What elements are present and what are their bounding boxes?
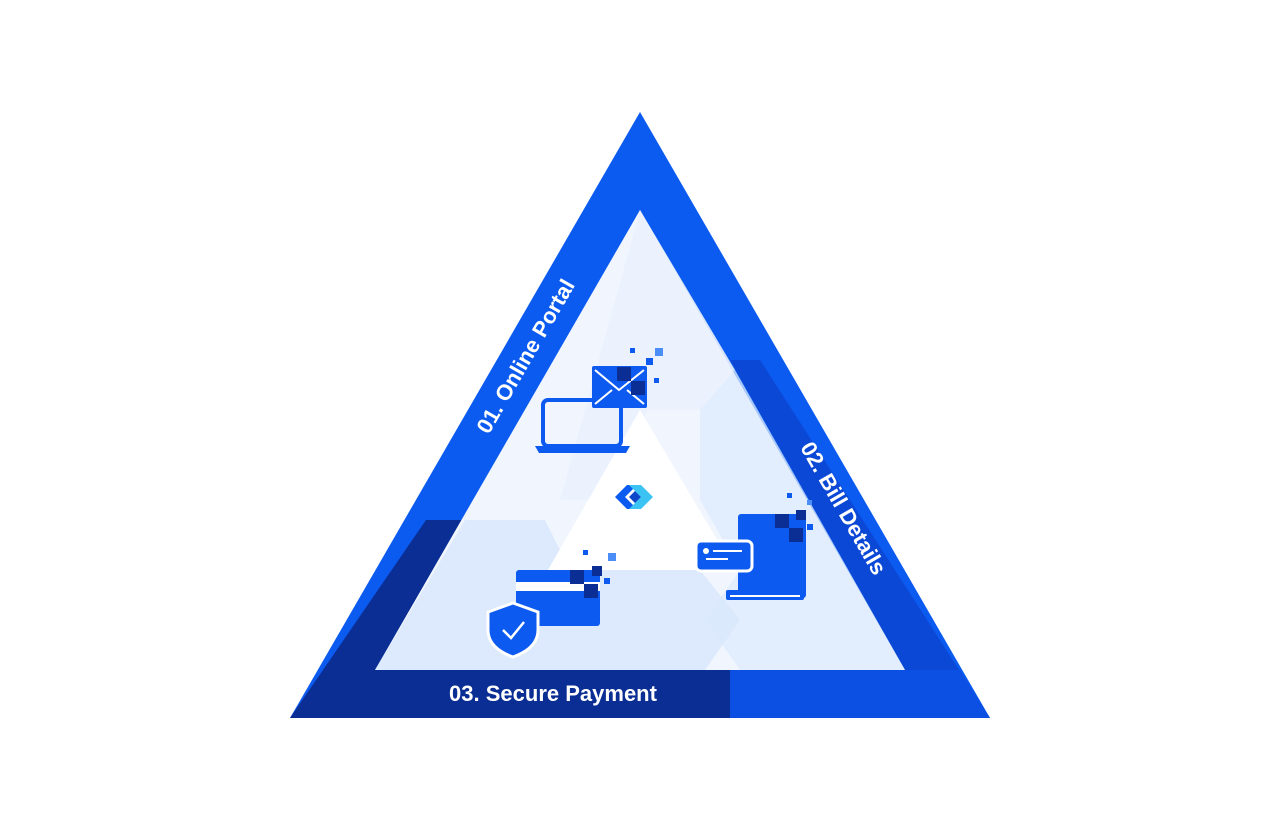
- inner-panel-portal: [560, 210, 735, 500]
- border-section-payment: [290, 520, 730, 718]
- step-label-secure-payment: 03. Secure Payment: [449, 681, 658, 706]
- bill-document-icon: [694, 493, 813, 600]
- border-section-bill: [730, 360, 990, 718]
- border-section-corner: [730, 670, 990, 718]
- card-shield-icon: [486, 550, 616, 659]
- laptop-mail-icon: [535, 348, 663, 453]
- brand-logo-icon: [615, 485, 653, 509]
